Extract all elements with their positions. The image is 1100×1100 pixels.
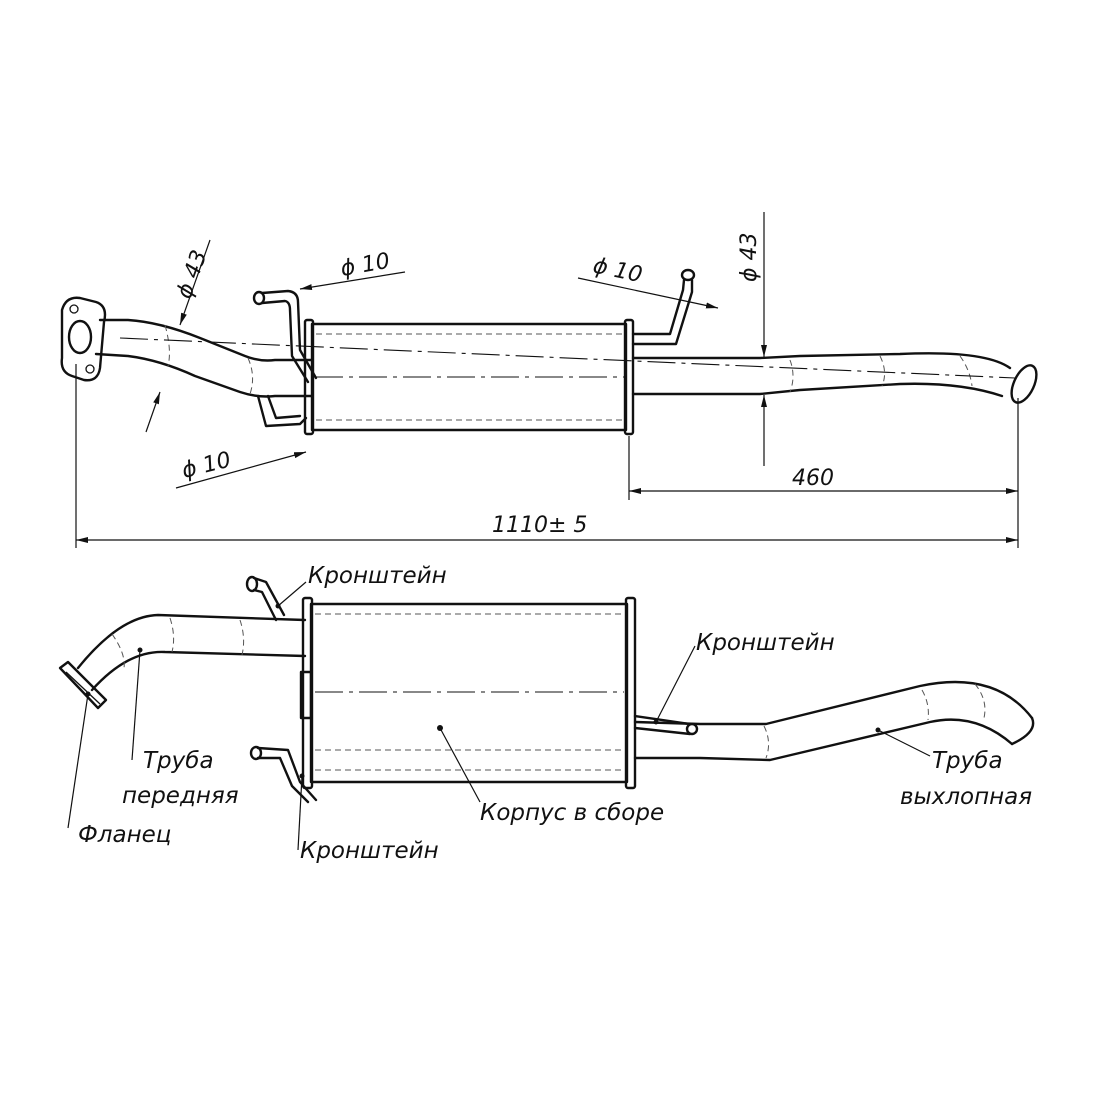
dim-outlet-diameter: ϕ 43 [737, 233, 762, 283]
side-muffler-body [299, 596, 637, 790]
dimensions-group: ϕ 43 ϕ 10 ϕ 10 ϕ 10 ϕ 43 460 1110± 5 [75, 212, 1019, 548]
top-muffler-body [303, 318, 635, 436]
label-front-pipe-line1: Труба [143, 748, 214, 774]
dim-tail-length: 460 [792, 466, 834, 491]
top-bracket-right [631, 268, 696, 346]
label-bracket-right: Кронштейн [696, 630, 835, 656]
labels-group: Кронштейн Кронштейн Кронштейн Труба пере… [67, 563, 1032, 864]
label-front-pipe-line2: передняя [122, 783, 239, 809]
top-front-pipe [94, 318, 314, 398]
dim-inlet-diameter: ϕ 43 [172, 247, 212, 302]
top-bracket-upper [252, 289, 318, 384]
top-tail-pipe [631, 352, 1038, 404]
side-view [58, 575, 1035, 804]
label-bracket-bottom: Кронштейн [300, 838, 439, 864]
label-exhaust-pipe-line1: Труба [932, 748, 1003, 774]
label-body: Корпус в сборе [480, 800, 664, 826]
dim-overall-length: 1110± 5 [492, 513, 587, 538]
side-exhaust-pipe [633, 680, 1035, 762]
top-view [60, 268, 1038, 436]
dim-bracket-bottom-left-diameter: ϕ 10 [179, 448, 233, 484]
side-bracket-upper [245, 575, 286, 622]
side-front-pipe [76, 613, 307, 692]
side-flange [58, 660, 108, 710]
top-bracket-lower [256, 394, 308, 428]
side-bracket-right [633, 714, 699, 736]
label-flange: Фланец [78, 822, 171, 848]
dim-bracket-top-left-diameter: ϕ 10 [339, 249, 392, 282]
label-exhaust-pipe-line2: выхлопная [900, 784, 1032, 810]
label-bracket-top: Кронштейн [308, 563, 447, 589]
top-center-line [119, 337, 1016, 379]
side-bracket-lower [249, 745, 318, 804]
top-flange [60, 296, 107, 382]
